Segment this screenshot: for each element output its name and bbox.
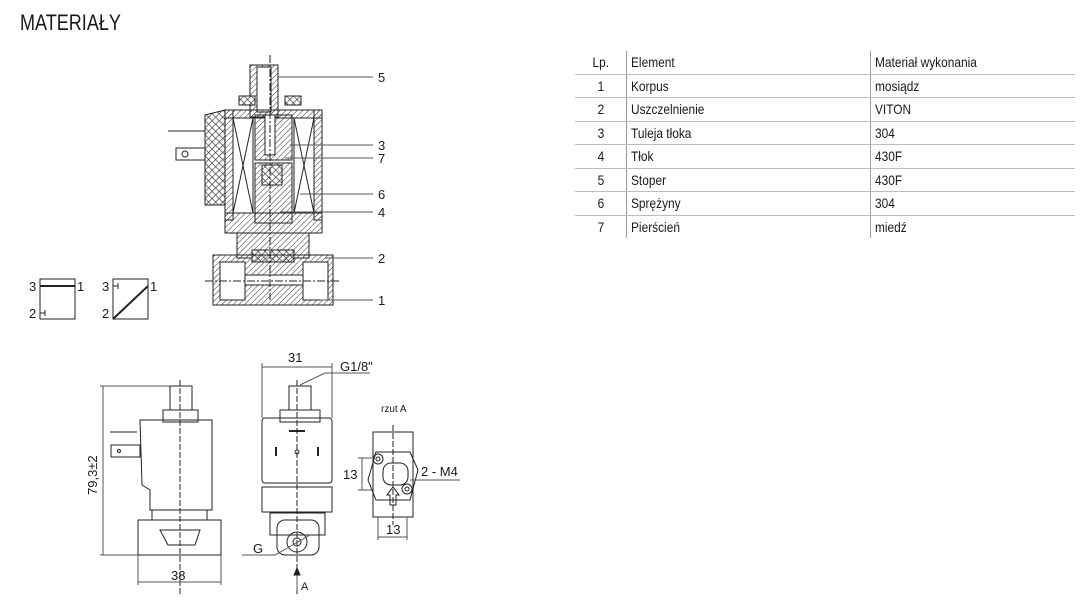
dim-mount-width: 13 xyxy=(386,522,400,537)
callout-2: 2 xyxy=(378,251,385,266)
table-row: 4 Tłok 430F xyxy=(575,144,1075,169)
cell-element: Sprężyny xyxy=(631,195,681,212)
table-row: 1 Korpus mosiądz xyxy=(575,74,1075,98)
cell-lp: 2 xyxy=(597,101,604,118)
cell-element: Tłok xyxy=(631,148,654,165)
dim-mount-screws: 2 - M4 xyxy=(421,464,458,479)
cell-element: Pierścień xyxy=(631,218,680,235)
callout-7: 7 xyxy=(378,151,385,166)
header-element: Element xyxy=(631,54,675,71)
cell-lp: 4 xyxy=(597,148,604,165)
cell-material: 304 xyxy=(875,124,895,141)
cell-lp: 5 xyxy=(597,171,604,188)
callout-3: 3 xyxy=(378,138,385,153)
view-a-label: rzut A xyxy=(381,404,407,415)
front-view-drawing xyxy=(242,363,370,595)
symbol-port-1: 1 xyxy=(77,279,84,294)
symbol-port-3: 3 xyxy=(29,279,36,294)
table-row: 7 Pierścień miedź xyxy=(575,215,1075,238)
cell-lp: 7 xyxy=(597,218,604,235)
cell-lp: 3 xyxy=(597,124,604,141)
table-row: 5 Stoper 430F xyxy=(575,168,1075,192)
view-arrow-label: A xyxy=(301,581,309,593)
valve-cross-section xyxy=(168,55,373,306)
callout-1: 1 xyxy=(378,293,385,308)
dim-side-width: 38 xyxy=(171,568,185,583)
symbol-normally-open xyxy=(112,278,149,320)
callout-6: 6 xyxy=(378,187,385,202)
cell-element: Uszczelnienie xyxy=(631,101,705,118)
dim-height: 79,3±2 xyxy=(85,455,100,495)
symbol-normally-closed xyxy=(39,278,76,320)
symbol-port-2: 2 xyxy=(29,306,36,321)
cell-material: miedź xyxy=(875,218,907,235)
header-lp: Lp. xyxy=(592,54,609,71)
symbol-port-3: 3 xyxy=(102,279,109,294)
side-view-drawing xyxy=(100,380,222,595)
table-header-row: Lp. Element Materiał wykonania xyxy=(575,51,1075,75)
symbol-port-1: 1 xyxy=(150,279,157,294)
materials-table: Lp. Element Materiał wykonania 1 Korpus mo… xyxy=(575,51,1075,238)
header-material: Materiał wykonania xyxy=(875,54,977,71)
section-callouts: 5 3 7 6 4 2 1 xyxy=(378,70,385,308)
callout-5: 5 xyxy=(378,70,385,85)
cell-material: VITON xyxy=(875,101,912,118)
callout-4: 4 xyxy=(378,205,385,220)
dim-thread-port: G xyxy=(253,541,263,556)
symbol-port-2: 2 xyxy=(102,306,109,321)
table-row: 3 Tuleja tłoka 304 xyxy=(575,121,1075,145)
cell-material: 304 xyxy=(875,195,895,212)
cell-element: Korpus xyxy=(631,77,669,94)
table-row: 2 Uszczelnienie VITON xyxy=(575,97,1075,122)
cell-material: 430F xyxy=(875,148,903,165)
bottom-view-drawing xyxy=(358,425,460,540)
cell-lp: 1 xyxy=(597,77,604,94)
dim-front-width: 31 xyxy=(288,350,302,365)
cell-lp: 6 xyxy=(597,195,604,212)
cell-element: Tuleja tłoka xyxy=(631,124,692,141)
dim-mount-height: 13 xyxy=(343,467,357,482)
cell-element: Stoper xyxy=(631,171,667,188)
table-row: 6 Sprężyny 304 xyxy=(575,191,1075,216)
dim-thread-top: G1/8" xyxy=(340,359,373,374)
cell-material: 430F xyxy=(875,171,903,188)
page-title: MATERIAŁY xyxy=(20,10,121,35)
cell-material: mosiądz xyxy=(875,77,920,94)
